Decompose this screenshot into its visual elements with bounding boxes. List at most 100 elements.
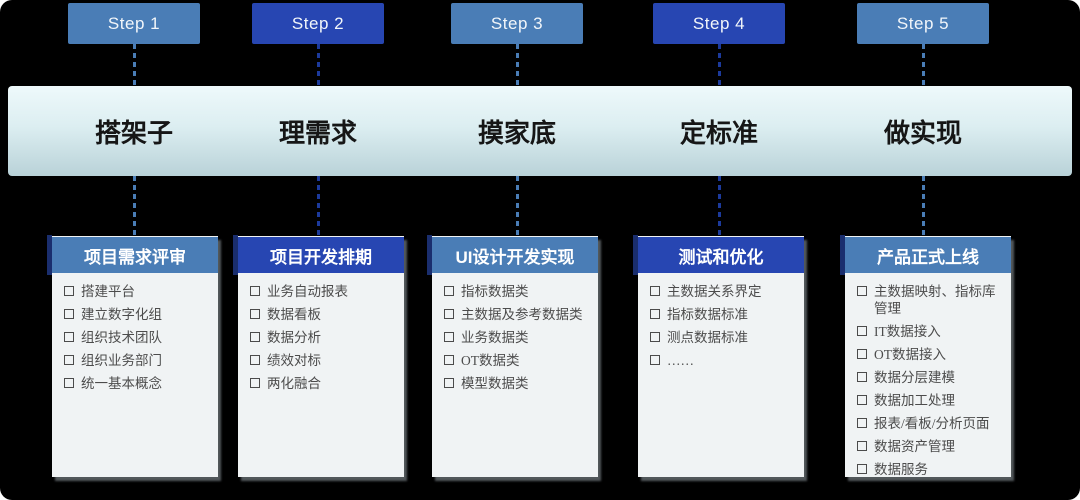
card-4: 测试和优化主数据关系界定指标数据标准测点数据标准 ……	[633, 235, 804, 477]
list-item-label: 业务数据类	[461, 330, 529, 345]
phase-label-2: 理需求	[278, 117, 357, 148]
card-title-5: 产品正式上线	[840, 235, 1011, 275]
dashed-connector-top-4	[718, 44, 721, 86]
list-item-label: 绩效对标	[267, 353, 321, 368]
list-item-label: OT数据接入	[874, 347, 946, 362]
square-bullet-icon	[857, 418, 867, 428]
list-item: 主数据映射、指标库管理	[857, 283, 1003, 317]
list-item: ……	[650, 352, 796, 369]
card-title-4: 测试和优化	[633, 235, 804, 275]
square-bullet-icon	[444, 378, 454, 388]
list-item: 指标数据标准	[650, 306, 796, 323]
list-item: 模型数据类	[444, 375, 590, 392]
dashed-connector-top-2	[317, 44, 320, 86]
square-bullet-icon	[444, 309, 454, 319]
list-item: 组织技术团队	[64, 329, 210, 346]
square-bullet-icon	[64, 309, 74, 319]
list-item-label: 统一基本概念	[81, 376, 162, 391]
list-item-label: ……	[667, 353, 694, 368]
dashed-connector-bottom-2	[317, 176, 320, 236]
phase-label-1: 搭架子	[94, 117, 173, 148]
square-bullet-icon	[444, 355, 454, 365]
list-item: OT数据类	[444, 352, 590, 369]
list-item-label: 数据分析	[267, 330, 321, 345]
list-item: 数据分析	[250, 329, 396, 346]
square-bullet-icon	[650, 332, 660, 342]
square-bullet-icon	[64, 378, 74, 388]
dashed-connector-top-1	[133, 44, 136, 86]
list-item: 组织业务部门	[64, 352, 210, 369]
list-item-label: 搭建平台	[81, 284, 135, 299]
list-item: 两化融合	[250, 375, 396, 392]
step-box-5: Step 5	[857, 3, 989, 44]
list-item: 数据服务	[857, 461, 1003, 478]
dashed-connector-bottom-3	[516, 176, 519, 236]
dashed-connector-bottom-4	[718, 176, 721, 236]
list-item: 主数据关系界定	[650, 283, 796, 300]
list-item-label: 主数据关系界定	[667, 284, 762, 299]
dashed-connector-bottom-1	[133, 176, 136, 236]
list-item: 统一基本概念	[64, 375, 210, 392]
list-item: 业务数据类	[444, 329, 590, 346]
square-bullet-icon	[444, 286, 454, 296]
list-item: 搭建平台	[64, 283, 210, 300]
list-item-label: 指标数据标准	[667, 307, 748, 322]
square-bullet-icon	[250, 378, 260, 388]
list-item-label: 数据看板	[267, 307, 321, 322]
list-item-label: 测点数据标准	[667, 330, 748, 345]
card-item-list-1: 搭建平台建立数字化组组织技术团队组织业务部门统一基本概念	[52, 273, 218, 392]
step-box-2: Step 2	[252, 3, 384, 44]
list-item-label: 数据分层建模	[874, 370, 955, 385]
square-bullet-icon	[250, 286, 260, 296]
dashed-connector-bottom-5	[922, 176, 925, 236]
square-bullet-icon	[857, 395, 867, 405]
list-item-label: 建立数字化组	[81, 307, 162, 322]
square-bullet-icon	[650, 309, 660, 319]
phase-label-4: 定标准	[679, 117, 758, 148]
card-item-list-4: 主数据关系界定指标数据标准测点数据标准 ……	[638, 273, 804, 369]
dashed-connector-top-5	[922, 44, 925, 86]
list-item-label: IT数据接入	[874, 324, 941, 339]
list-item-label: 两化融合	[267, 376, 321, 391]
card-item-list-3: 指标数据类主数据及参考数据类业务数据类 OT数据类模型数据类	[432, 273, 598, 392]
list-item-label: 报表/看板/分析页面	[874, 416, 990, 431]
dashed-connector-top-3	[516, 44, 519, 86]
list-item: 数据看板	[250, 306, 396, 323]
card-2: 项目开发排期业务自动报表数据看板数据分析绩效对标两化融合	[233, 235, 404, 477]
list-item-label: 组织技术团队	[81, 330, 162, 345]
square-bullet-icon	[250, 309, 260, 319]
list-item: 主数据及参考数据类	[444, 306, 590, 323]
list-item-label: OT数据类	[461, 353, 520, 368]
square-bullet-icon	[857, 372, 867, 382]
list-item-label: 指标数据类	[461, 284, 529, 299]
list-item-label: 组织业务部门	[81, 353, 162, 368]
list-item: 业务自动报表	[250, 283, 396, 300]
step-box-1: Step 1	[68, 3, 200, 44]
list-item: 数据分层建模	[857, 369, 1003, 386]
card-item-list-2: 业务自动报表数据看板数据分析绩效对标两化融合	[238, 273, 404, 392]
square-bullet-icon	[857, 464, 867, 474]
step-box-4: Step 4	[653, 3, 785, 44]
square-bullet-icon	[444, 332, 454, 342]
square-bullet-icon	[64, 355, 74, 365]
list-item: 绩效对标	[250, 352, 396, 369]
card-title-2: 项目开发排期	[233, 235, 404, 275]
list-item: 测点数据标准	[650, 329, 796, 346]
square-bullet-icon	[857, 326, 867, 336]
square-bullet-icon	[650, 355, 660, 365]
list-item: 数据加工处理	[857, 392, 1003, 409]
list-item: 报表/看板/分析页面	[857, 415, 1003, 432]
phase-label-5: 做实现	[883, 117, 962, 148]
list-item-label: 主数据映射、指标库管理	[874, 284, 996, 316]
list-item: 建立数字化组	[64, 306, 210, 323]
square-bullet-icon	[857, 441, 867, 451]
list-item-label: 数据加工处理	[874, 393, 955, 408]
square-bullet-icon	[650, 286, 660, 296]
list-item-label: 模型数据类	[461, 376, 529, 391]
card-3: UI设计开发实现指标数据类主数据及参考数据类业务数据类 OT数据类模型数据类	[427, 235, 598, 477]
square-bullet-icon	[250, 355, 260, 365]
list-item: OT数据接入	[857, 346, 1003, 363]
square-bullet-icon	[857, 286, 867, 296]
card-title-3: UI设计开发实现	[427, 235, 598, 275]
